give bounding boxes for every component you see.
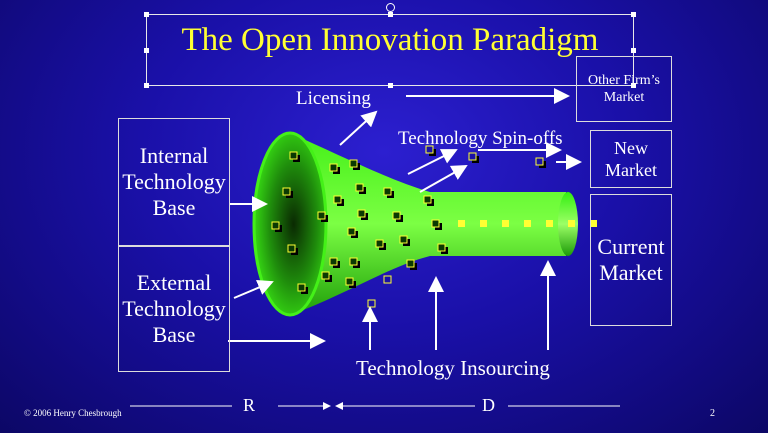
spinoffs-label[interactable]: Technology Spin-offs (398, 128, 563, 149)
pipeline-dots (458, 220, 597, 227)
flow-arrows (228, 88, 582, 350)
new-market-box[interactable]: New Market (590, 130, 672, 188)
slide-title[interactable]: The Open Innovation Paradigm (181, 22, 599, 58)
rotate-handle[interactable] (386, 3, 395, 12)
external-technology-base-box[interactable]: External Technology Base (118, 246, 230, 372)
current-market-label: Current Market (597, 234, 665, 285)
resize-handle[interactable] (388, 83, 393, 88)
insourcing-label[interactable]: Technology Insourcing (356, 356, 550, 380)
resize-handle[interactable] (144, 12, 149, 17)
internal-technology-base-label: Internal Technology Base (122, 143, 226, 220)
copyright-text: © 2006 Henry Chesbrough (24, 408, 122, 418)
axis-r-label: R (243, 395, 256, 415)
project-squares (271, 145, 546, 308)
new-market-label: New Market (605, 138, 657, 180)
axis-d-label: D (482, 395, 495, 415)
resize-handle[interactable] (631, 83, 636, 88)
licensing-label[interactable]: Licensing (296, 88, 371, 109)
page-number: 2 (710, 408, 715, 419)
funnel-body (290, 133, 566, 315)
resize-handle[interactable] (144, 48, 149, 53)
external-technology-base-label: External Technology Base (122, 270, 226, 347)
resize-handle[interactable] (388, 12, 393, 17)
other-firm-market-box[interactable]: Other Firm’s Market (576, 56, 672, 122)
resize-handle[interactable] (144, 83, 149, 88)
funnel-mouth (254, 133, 326, 315)
resize-handle[interactable] (631, 48, 636, 53)
current-market-box[interactable]: Current Market (590, 194, 672, 326)
resize-handle[interactable] (631, 12, 636, 17)
title-frame[interactable] (144, 3, 636, 88)
internal-technology-base-box[interactable]: Internal Technology Base (118, 118, 230, 246)
other-firm-market-label: Other Firm’s Market (588, 73, 660, 105)
